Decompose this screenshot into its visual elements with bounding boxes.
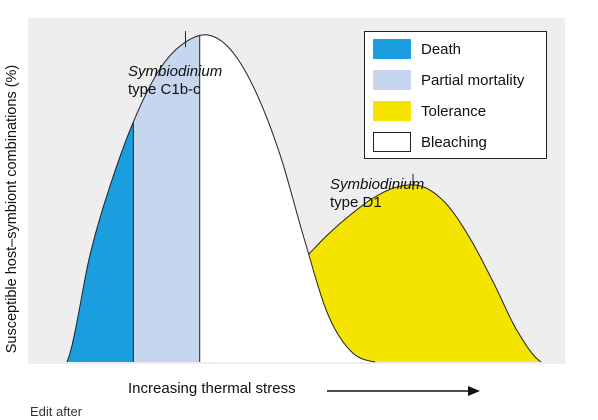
- annotation-d1-type: type D1: [330, 194, 382, 211]
- x-arrow-head: [468, 386, 480, 396]
- figure-caption: Edit after: [30, 404, 83, 419]
- annotation-c1b-type: type C1b-c: [128, 81, 201, 98]
- bands-layer: [66, 31, 542, 363]
- legend-swatch-tolerance: [373, 101, 411, 121]
- legend-label-death: Death: [421, 40, 462, 58]
- band-series-0-bleaching-2: [199, 34, 376, 363]
- band-series-0-death-0: [67, 121, 134, 362]
- legend-swatch-bleaching: [373, 132, 411, 152]
- legend-item-tolerance: Tolerance: [373, 100, 486, 122]
- legend-item-partial-mortality: Partial mortality: [373, 69, 524, 91]
- curve-series-0: [66, 34, 376, 363]
- annotation-c1b-c: Symbiodinium type C1b-c: [128, 63, 222, 99]
- legend-swatch-partial-mortality: [373, 70, 411, 90]
- legend-label-partial-mortality: Partial mortality: [421, 71, 525, 89]
- x-axis-arrow: [327, 386, 480, 396]
- y-axis-label: Susceptible host–symbiont combinations (…: [4, 64, 20, 354]
- annotation-c1b-species: Symbiodinium: [128, 63, 223, 80]
- band-series-1-tolerance-2: [280, 184, 541, 362]
- legend-swatch-death: [373, 39, 411, 59]
- legend: Death Partial mortality Tolerance Bleach…: [364, 31, 547, 159]
- band-series-0-partial-1: [133, 35, 200, 362]
- annotation-d1: Symbiodinium type D1: [330, 176, 424, 212]
- legend-item-death: Death: [373, 38, 461, 60]
- x-axis-label: Increasing thermal stress: [128, 380, 296, 397]
- legend-item-bleaching: Bleaching: [373, 131, 487, 153]
- annotation-d1-species: Symbiodinium: [330, 176, 425, 193]
- legend-label-bleaching: Bleaching: [421, 133, 487, 151]
- legend-label-tolerance: Tolerance: [421, 102, 487, 120]
